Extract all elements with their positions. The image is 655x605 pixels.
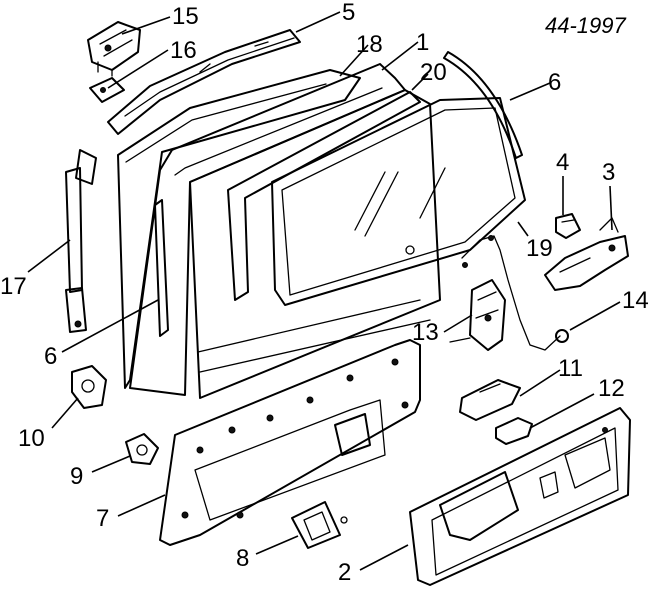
drawing-number: 44-1997 — [545, 13, 627, 38]
part-4-switch — [555, 213, 581, 239]
callout-17: 17 — [0, 273, 27, 300]
callout-8: 8 — [236, 545, 249, 572]
callout-3: 3 — [602, 159, 615, 186]
part-7-inner-trim-panel — [159, 339, 421, 546]
part-5-hinge-strip — [107, 29, 301, 135]
part-19-cable-rod — [461, 235, 561, 351]
callout-labels: 15 5 16 18 1 20 6 4 3 17 19 14 6 13 10 1… — [0, 0, 649, 586]
callout-11: 11 — [558, 355, 583, 382]
callout-1: 1 — [416, 29, 429, 56]
callout-19: 19 — [526, 235, 553, 262]
part-15-hinge-bracket — [87, 21, 141, 77]
callout-20: 20 — [420, 59, 447, 86]
callout-6-left: 6 — [44, 343, 57, 370]
callout-2: 2 — [338, 559, 351, 586]
part-11-striker — [459, 379, 521, 421]
callout-18: 18 — [356, 31, 383, 58]
callout-7: 7 — [96, 505, 109, 532]
callout-10: 10 — [18, 425, 45, 452]
part-20-glass-frame — [227, 91, 421, 301]
part-6-seal-strip-right — [443, 51, 523, 159]
part-3-outer-handle — [544, 217, 629, 291]
part-9-clip — [125, 433, 159, 465]
callout-14: 14 — [622, 287, 649, 314]
part-18-tailgate-outer — [117, 69, 361, 389]
callout-15: 15 — [172, 3, 199, 30]
part-1-tailgate-frame — [129, 63, 441, 399]
part-16-plate — [89, 77, 125, 103]
part-8-lock-housing — [291, 501, 348, 549]
callout-13: 13 — [412, 319, 439, 346]
part-12-bracket — [495, 417, 533, 445]
leader-lines — [27, 11, 621, 571]
part-13-latch — [449, 279, 506, 351]
part-6-seal-strip-left — [154, 199, 169, 337]
callout-16: 16 — [170, 37, 197, 64]
callout-4: 4 — [556, 149, 569, 176]
callout-12: 12 — [598, 375, 625, 402]
part-17-gas-strut — [65, 149, 97, 333]
callout-6-right: 6 — [548, 69, 561, 96]
part-10-lock-cylinder — [71, 365, 107, 409]
rear-window-glass — [271, 97, 526, 306]
callout-5: 5 — [342, 0, 355, 26]
part-14-connector — [555, 329, 569, 343]
callout-9: 9 — [70, 463, 83, 490]
part-2-garnish-plate — [409, 407, 631, 586]
